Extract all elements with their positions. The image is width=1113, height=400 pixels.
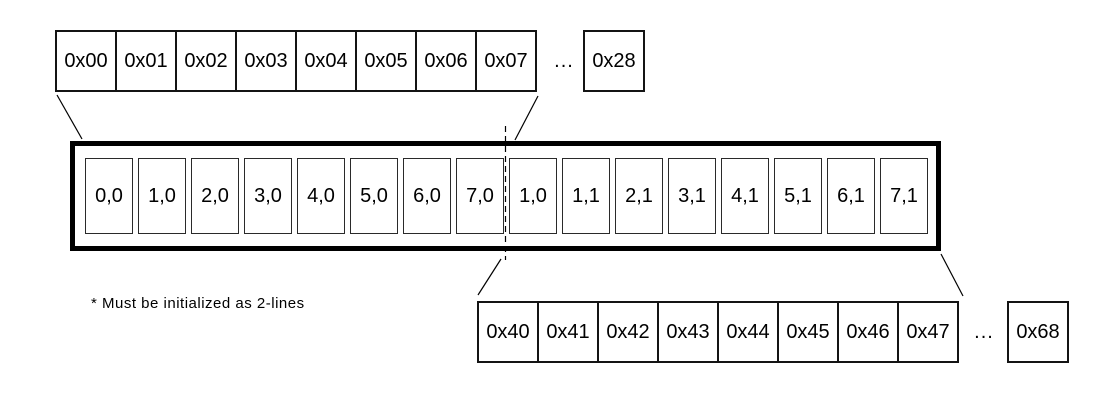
bottom-row-ellipsis: ... [974,320,994,343]
top-row-ellipsis: ... [554,49,574,72]
memory-cell: 0x44 [717,301,779,363]
connector-line-top-left [56,94,83,140]
connector-line-bottom-left [477,258,502,296]
memory-cell-tail: 0x68 [1007,301,1069,363]
buffer-cell: 2,1 [615,158,663,234]
memory-cell: 0x41 [537,301,599,363]
memory-cell: 0x02 [175,30,237,92]
bottom-address-row: 0x40 0x41 0x42 0x43 0x44 0x45 0x46 0x47 [477,301,959,363]
memory-cell-tail: 0x28 [583,30,645,92]
memory-cell: 0x07 [475,30,537,92]
memory-cell: 0x05 [355,30,417,92]
buffer-cell: 7,1 [880,158,928,234]
buffer-cell: 1,0 [509,158,557,234]
buffer-cell: 1,1 [562,158,610,234]
memory-cell: 0x01 [115,30,177,92]
memory-cell: 0x45 [777,301,839,363]
buffer-cell: 4,0 [297,158,345,234]
connector-line-bottom-right [940,253,964,297]
buffer-cell: 5,1 [774,158,822,234]
buffer-cell: 6,1 [827,158,875,234]
buffer-cell: 5,0 [350,158,398,234]
memory-cell: 0x43 [657,301,719,363]
memory-cell: 0x03 [235,30,297,92]
memory-cell: 0x47 [897,301,959,363]
buffer-cell: 0,0 [85,158,133,234]
memory-cell: 0x06 [415,30,477,92]
footnote: * Must be initialized as 2-lines [91,295,305,312]
buffer-cell: 2,0 [191,158,239,234]
buffer-cell: 3,0 [244,158,292,234]
buffer-cell: 1,0 [138,158,186,234]
memory-cell: 0x42 [597,301,659,363]
connector-line-top-right [514,95,539,141]
buffer-cell: 3,1 [668,158,716,234]
top-address-row: 0x00 0x01 0x02 0x03 0x04 0x05 0x06 0x07 [55,30,537,92]
buffer-cell: 4,1 [721,158,769,234]
buffer-cell: 6,0 [403,158,451,234]
memory-cell: 0x40 [477,301,539,363]
buffer-cell: 7,0 [456,158,504,234]
memory-cell: 0x46 [837,301,899,363]
line-buffer: 0,0 1,0 2,0 3,0 4,0 5,0 6,0 7,0 1,0 1,1 … [70,141,941,251]
memory-cell: 0x04 [295,30,357,92]
memory-cell: 0x00 [55,30,117,92]
